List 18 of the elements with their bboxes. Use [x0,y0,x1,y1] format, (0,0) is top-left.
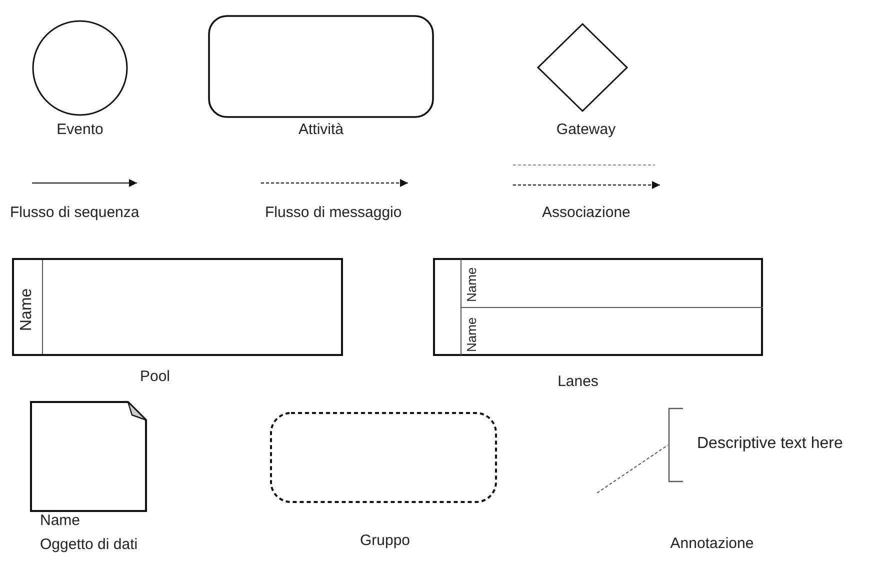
pool-box [12,258,343,356]
association-line [596,444,668,494]
legend-label: Associazione [542,204,630,221]
shape-caption: Gruppo [360,532,410,549]
shape-caption: Pool [140,368,170,385]
lane-name-label: Name [18,288,36,331]
lane-name-label: Name [464,266,479,302]
legend-label: Flusso di sequenza [10,204,140,221]
shape-caption: Name [40,512,80,529]
lane-name-label: Name [464,316,479,352]
annotation-text: Descriptive text here [697,435,843,453]
legend-label: Flusso di messaggio [265,204,402,221]
shape-caption: Gateway [556,121,616,138]
shape-caption: Annotazione [670,535,754,552]
shape-caption: Oggetto di dati [40,536,138,553]
shape-caption: Lanes [558,373,598,390]
shape-caption: Attività [298,121,344,138]
shape-caption: Evento [56,121,104,138]
